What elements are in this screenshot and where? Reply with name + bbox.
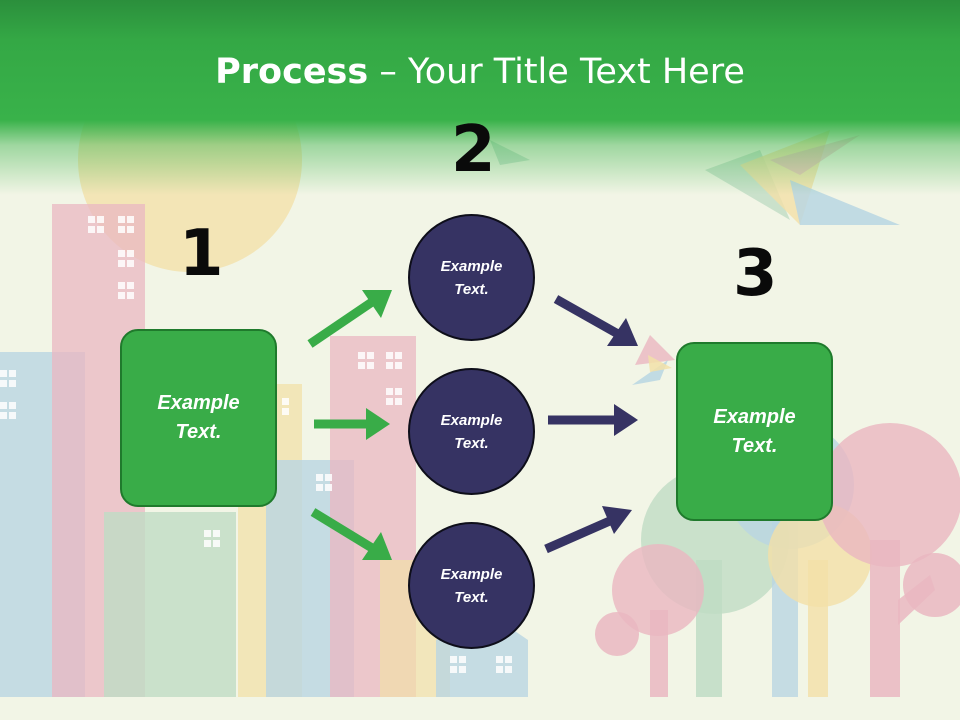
circle-bottom: Example Text. [408, 522, 535, 649]
green-arrow-down [310, 508, 392, 560]
green-arrow-right [314, 408, 390, 440]
step-number-3: 3 [733, 237, 778, 311]
step-number-2: 2 [451, 113, 496, 187]
title-rest: – Your Title Text Here [368, 52, 745, 92]
slide-title: Process – Your Title Text Here [0, 52, 960, 92]
navy-arrow-right [548, 404, 638, 436]
circle-middle: Example Text. [408, 368, 535, 495]
start-box: Example Text. [120, 329, 277, 507]
end-box: Example Text. [676, 342, 833, 521]
green-arrow-up [307, 290, 392, 348]
circle-top: Example Text. [408, 214, 535, 341]
step-number-1: 1 [179, 217, 224, 291]
navy-arrow-down [553, 295, 638, 346]
header-band [0, 0, 960, 200]
title-bold: Process [215, 52, 369, 92]
navy-arrow-up [544, 506, 632, 554]
